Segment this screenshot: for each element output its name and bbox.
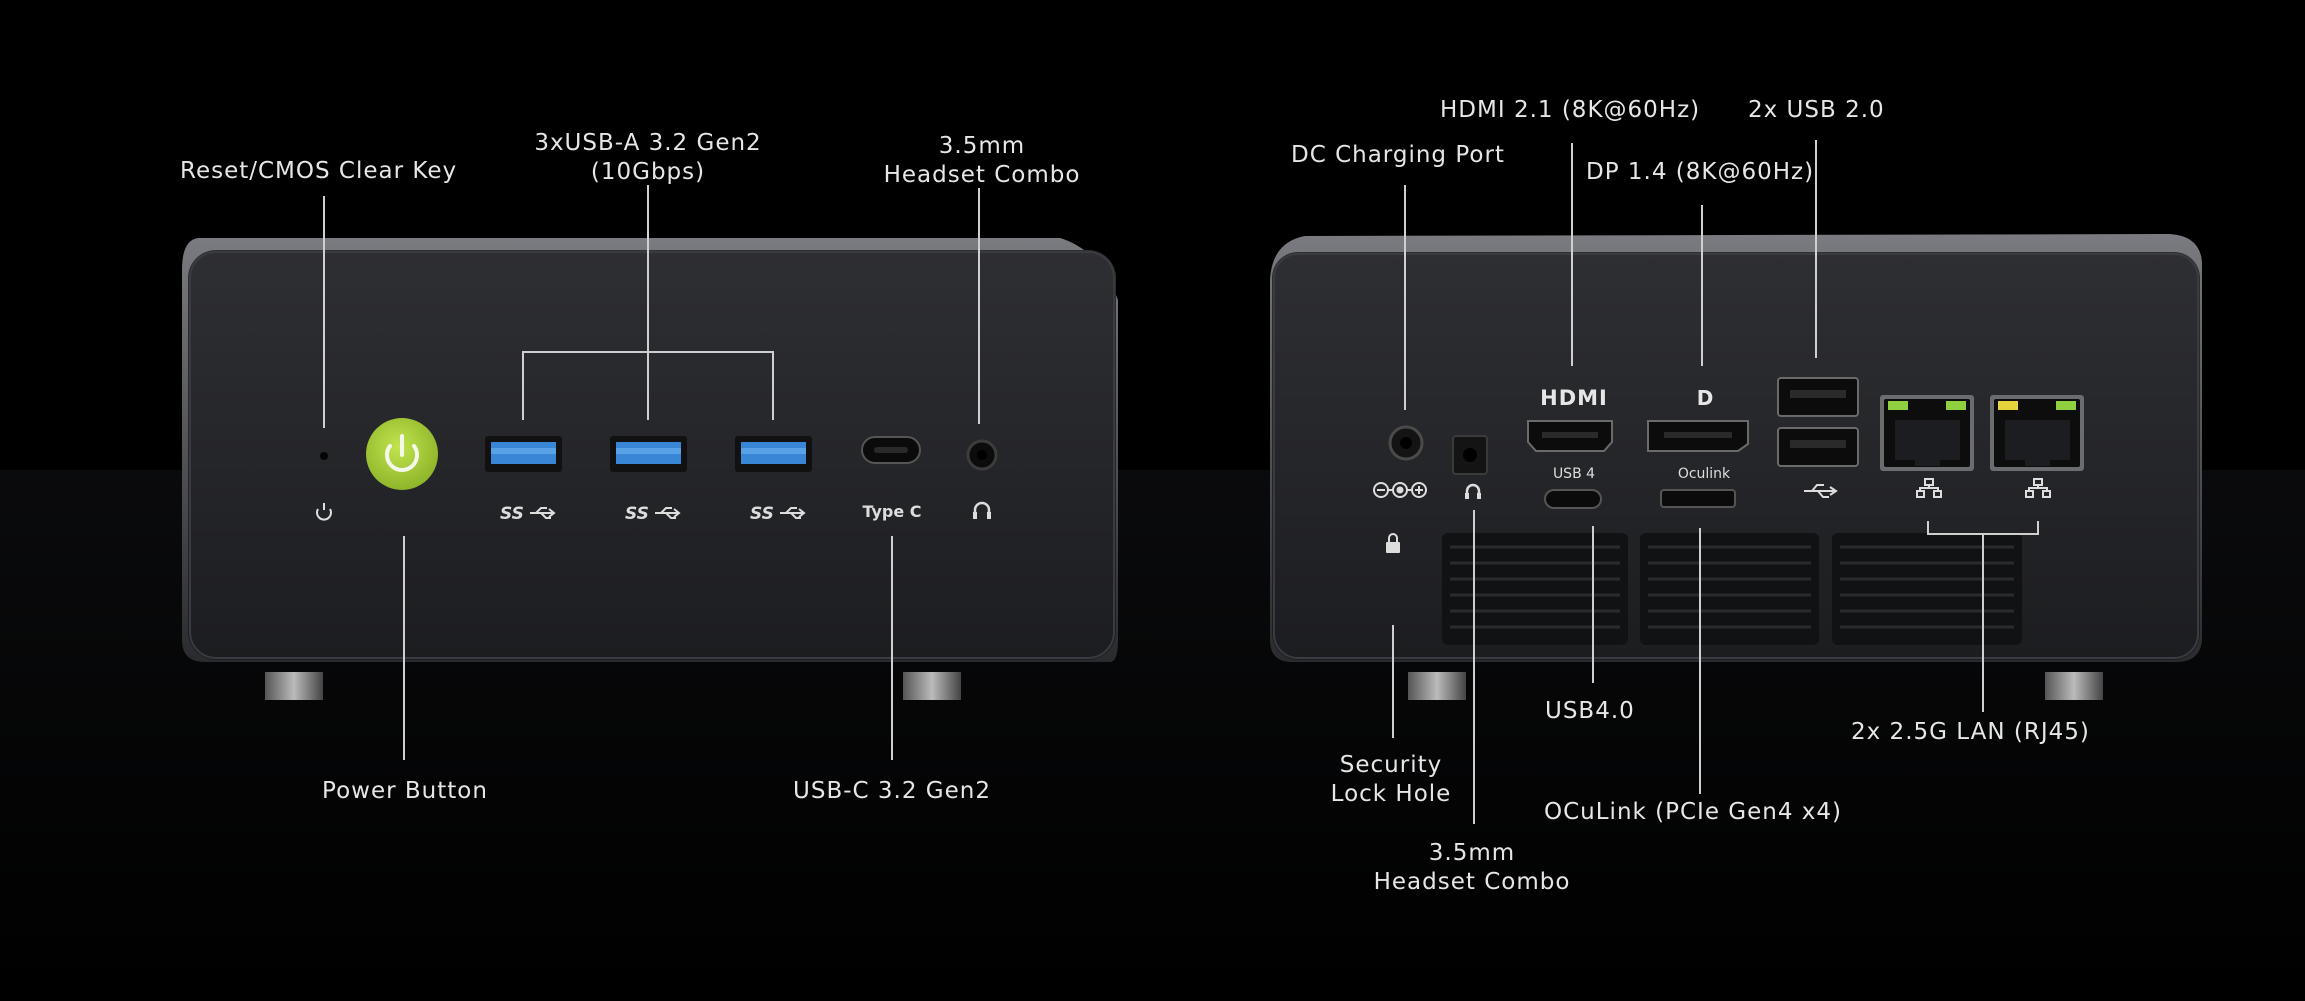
label-security-lock: Security Lock Hole bbox=[1311, 751, 1471, 809]
label-oculink: OCuLink (PCIe Gen4 x4) bbox=[1544, 799, 1843, 825]
label-dp: DP 1.4 (8K@60Hz) bbox=[1586, 159, 1815, 185]
front-foot-right bbox=[903, 672, 961, 700]
reset-icon bbox=[316, 503, 332, 521]
type-c-mark: Type C bbox=[862, 502, 921, 521]
lan-port-2[interactable] bbox=[1990, 395, 2084, 471]
label-usb-a-line2: (10Gbps) bbox=[590, 159, 706, 185]
label-usb-a: 3xUSB-A 3.2 Gen2 (10Gbps) bbox=[528, 129, 768, 187]
usb2-icon bbox=[1804, 484, 1838, 498]
usb-c-port[interactable] bbox=[861, 436, 921, 464]
label-front-headset-line1: 3.5mm bbox=[938, 133, 1026, 159]
label-dc-charging: DC Charging Port bbox=[1291, 142, 1505, 168]
usb2-port-2[interactable] bbox=[1777, 427, 1859, 467]
rear-foot-right bbox=[2045, 672, 2103, 700]
ss-logo-2: SS bbox=[625, 504, 649, 524]
front-unit: SS SS SS Type C bbox=[182, 238, 1118, 700]
front-headset-jack[interactable] bbox=[966, 439, 998, 471]
dp-logo: D bbox=[1697, 386, 1714, 410]
label-rear-headset: 3.5mm Headset Combo bbox=[1352, 839, 1592, 897]
front-foot-left bbox=[265, 672, 323, 700]
rear-headset-jack[interactable] bbox=[1452, 435, 1488, 475]
usb4-port[interactable] bbox=[1544, 489, 1602, 509]
usb-a-port-3[interactable] bbox=[735, 436, 812, 472]
label-front-headset: 3.5mm Headset Combo bbox=[862, 132, 1102, 190]
ss-logo-3: SS bbox=[750, 504, 774, 524]
label-usb4: USB4.0 bbox=[1545, 698, 1635, 724]
headset-icon bbox=[973, 501, 991, 519]
oculink-port[interactable] bbox=[1660, 489, 1736, 508]
lan-icon-1 bbox=[1916, 478, 1942, 498]
label-reset-cmos: Reset/CMOS Clear Key bbox=[180, 158, 458, 184]
dc-polarity-icon bbox=[1373, 482, 1427, 498]
lan-icon-2 bbox=[2025, 478, 2051, 498]
usb4-mark: USB 4 bbox=[1553, 466, 1595, 482]
label-security-line1: Security bbox=[1339, 752, 1443, 778]
lan-port-1[interactable] bbox=[1880, 395, 1974, 471]
label-usb2: 2x USB 2.0 bbox=[1748, 97, 1885, 123]
label-security-line2: Lock Hole bbox=[1330, 781, 1452, 807]
rear-headset-icon bbox=[1465, 483, 1481, 499]
rear-unit: HDMI USB 4 D Oculink bbox=[1270, 234, 2202, 700]
lock-icon bbox=[1386, 533, 1400, 553]
ss-logo-1: SS bbox=[500, 504, 524, 524]
usb-a-port-1[interactable] bbox=[485, 436, 562, 472]
usb2-port-1[interactable] bbox=[1777, 377, 1859, 417]
label-usb-c: USB-C 3.2 Gen2 bbox=[793, 778, 991, 804]
label-rear-headset-line1: 3.5mm bbox=[1428, 840, 1516, 866]
power-icon bbox=[385, 434, 419, 472]
usb-trident-icons bbox=[530, 507, 806, 519]
label-front-headset-line2: Headset Combo bbox=[883, 162, 1081, 188]
label-power-button: Power Button bbox=[322, 778, 488, 804]
power-button[interactable] bbox=[366, 418, 438, 490]
rear-vents bbox=[1442, 533, 2022, 645]
dc-charging-port[interactable] bbox=[1388, 425, 1424, 461]
hdmi-logo: HDMI bbox=[1540, 386, 1608, 410]
hdmi-port[interactable] bbox=[1527, 420, 1613, 452]
front-callout-lines bbox=[323, 185, 980, 760]
usb-a-port-2[interactable] bbox=[610, 436, 687, 472]
label-lan: 2x 2.5G LAN (RJ45) bbox=[1851, 719, 2090, 745]
reset-pinhole[interactable] bbox=[320, 452, 328, 460]
rear-callout-lines bbox=[1392, 140, 2039, 824]
label-rear-headset-line2: Headset Combo bbox=[1373, 869, 1571, 895]
label-hdmi: HDMI 2.1 (8K@60Hz) bbox=[1440, 97, 1701, 123]
oculink-mark: Oculink bbox=[1678, 466, 1731, 482]
rear-foot-left bbox=[1408, 672, 1466, 700]
label-usb-a-line1: 3xUSB-A 3.2 Gen2 bbox=[534, 130, 762, 156]
displayport-port[interactable] bbox=[1647, 420, 1749, 452]
